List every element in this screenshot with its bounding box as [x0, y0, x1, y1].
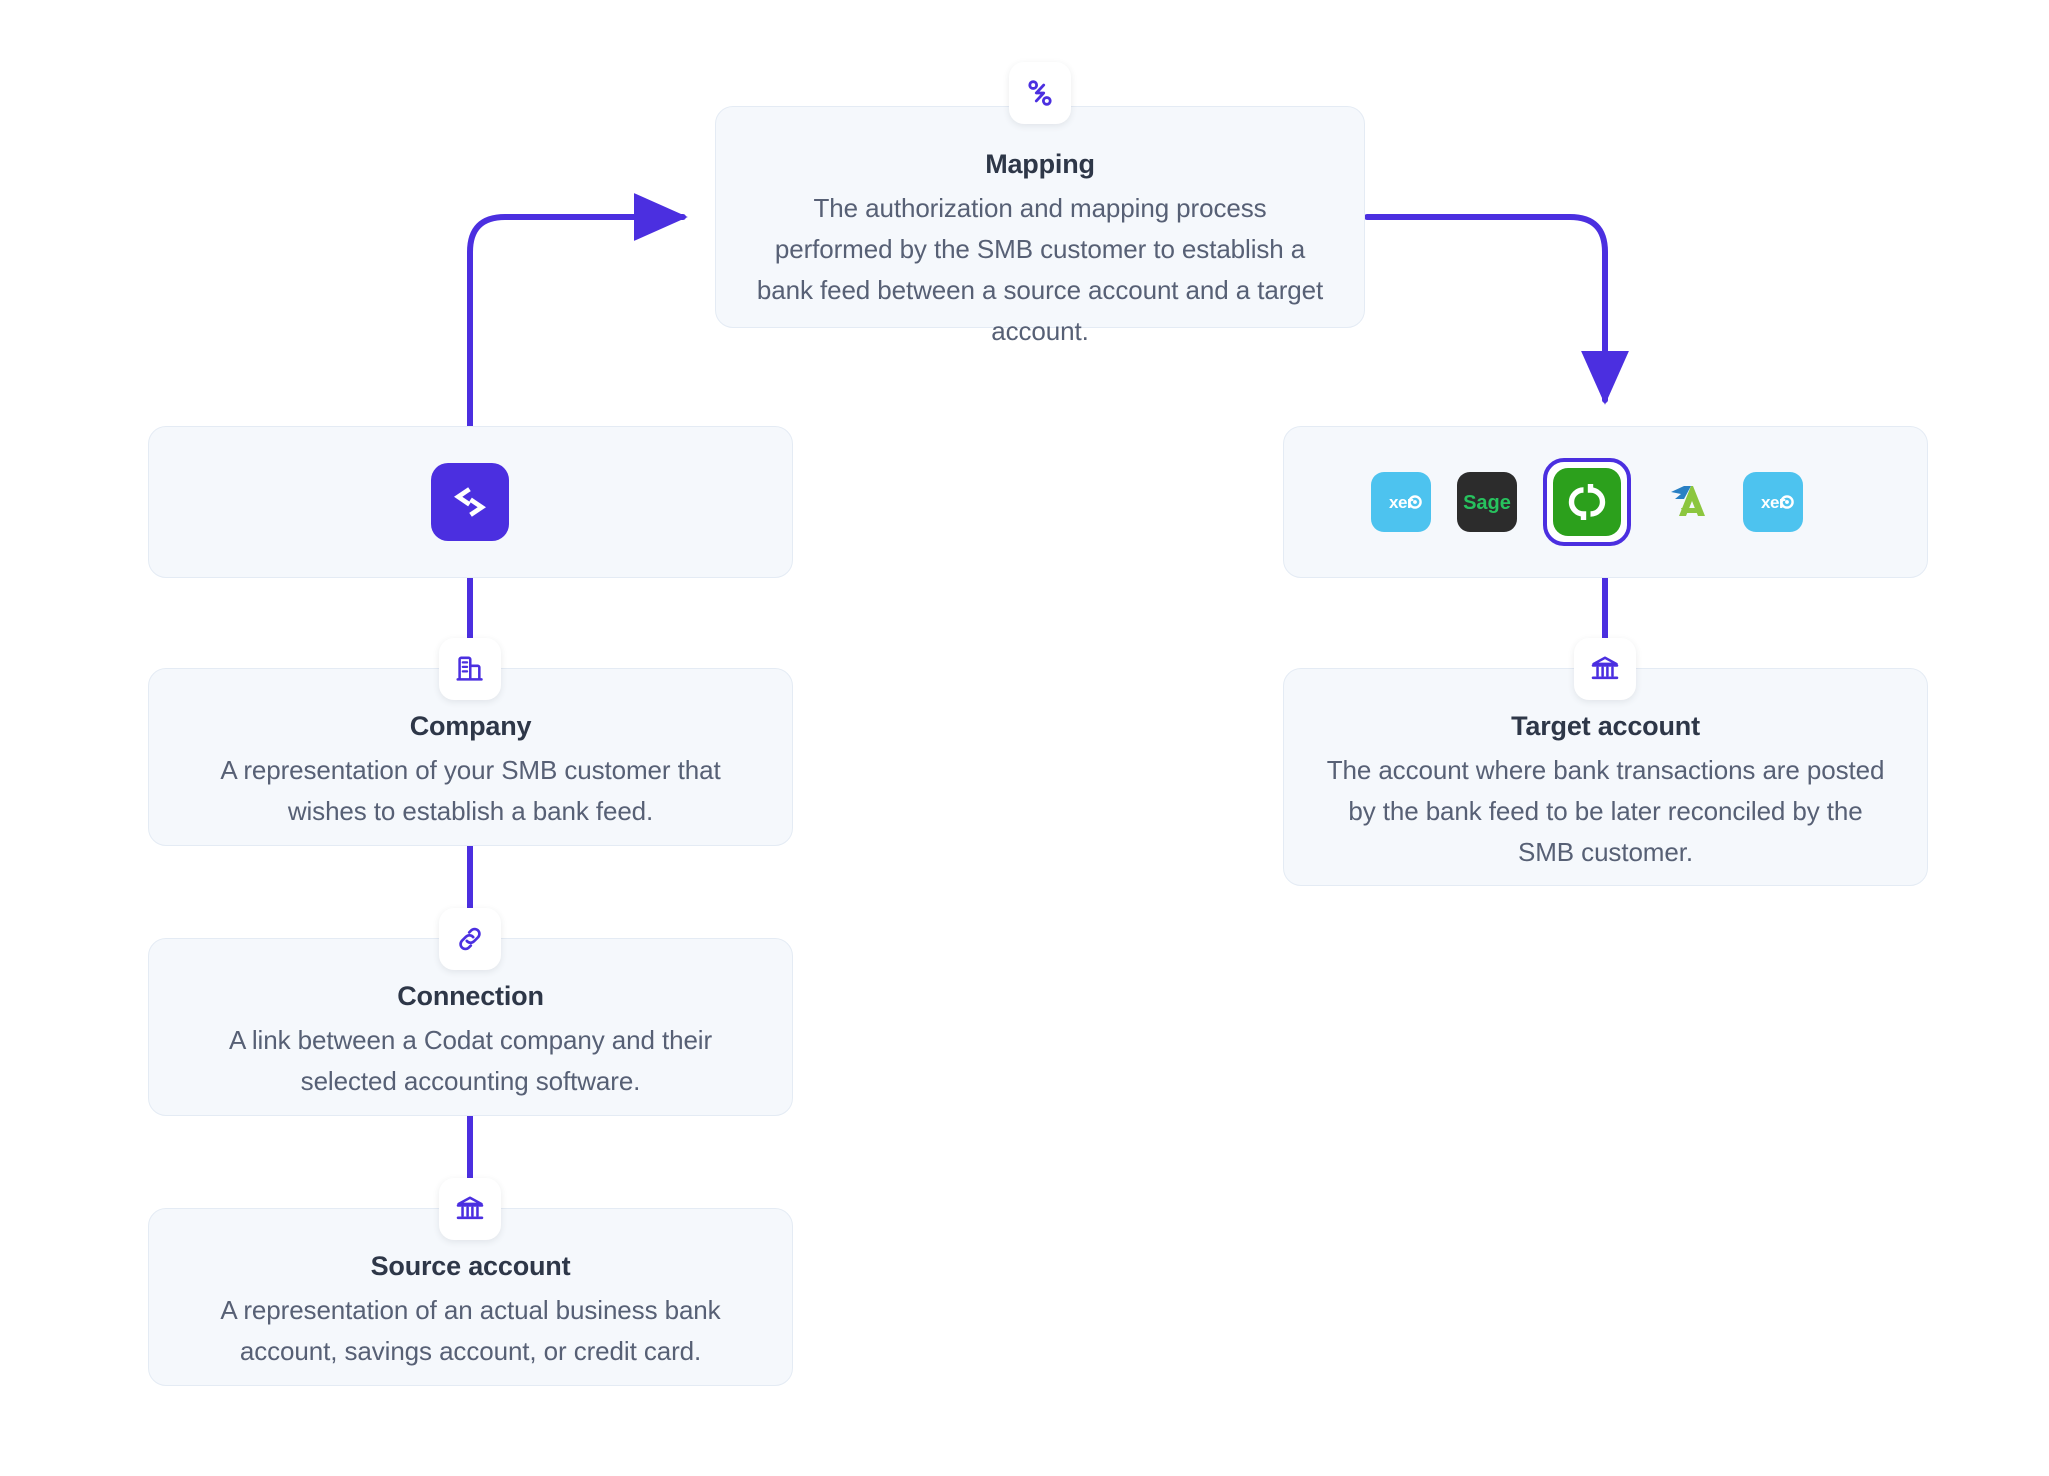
building-icon	[456, 656, 483, 681]
integration-logo-xero-1[interactable]: xer	[1371, 472, 1431, 532]
connector-codat-to-mapping	[467, 193, 688, 429]
connection-card-title: Connection	[397, 981, 544, 1011]
mapping-card-title: Mapping	[985, 149, 1095, 179]
mapping-card: Mapping The authorization and mapping pr…	[715, 106, 1365, 346]
sage-logo-icon: Sage	[1463, 492, 1511, 514]
integration-logo-quickbooks	[1553, 468, 1621, 536]
integration-logo-freeagent[interactable]	[1657, 472, 1717, 532]
mapping-route-icon	[1028, 80, 1052, 106]
freeagent-logo-icon	[1671, 486, 1705, 516]
source-account-icon-chip	[439, 1178, 501, 1240]
target-account-card: Target account The account where bank tr…	[1283, 668, 1928, 886]
xero-logo-icon: xer	[1761, 493, 1794, 512]
mapping-card-description: The authorization and mapping process pe…	[756, 193, 1324, 346]
codat-logo-icon	[454, 487, 486, 517]
svg-text:xer: xer	[1761, 493, 1786, 512]
bank-icon	[1591, 656, 1619, 680]
target-account-icon-chip	[1574, 638, 1636, 700]
company-icon-chip	[439, 638, 501, 700]
connection-card-description: A link between a Codat company and their…	[228, 1025, 713, 1096]
integration-logo-quickbooks-selected[interactable]	[1543, 458, 1631, 546]
codat-logo-tile	[431, 463, 509, 541]
bank-icon	[456, 1196, 484, 1220]
xero-logo-icon: xer	[1389, 493, 1422, 512]
integration-logo-row: xer Sage	[1371, 458, 1803, 546]
integration-logo-xero-2[interactable]: xer	[1743, 472, 1803, 532]
connector-mapping-to-integrations	[1364, 214, 1629, 405]
company-card-description: A representation of your SMB customer th…	[220, 755, 721, 826]
source-account-card-description: A representation of an actual business b…	[220, 1295, 721, 1366]
quickbooks-logo-icon	[1568, 484, 1606, 520]
mapping-route-icon-chip	[1009, 62, 1071, 124]
integration-logo-sage[interactable]: Sage	[1457, 472, 1517, 532]
target-account-card-description: The account where bank transactions are …	[1326, 755, 1885, 867]
source-account-card-title: Source account	[370, 1251, 571, 1281]
svg-text:Sage: Sage	[1463, 492, 1511, 514]
target-account-card-title: Target account	[1511, 711, 1700, 741]
company-card-title: Company	[409, 711, 532, 741]
svg-text:xer: xer	[1389, 493, 1414, 512]
connection-icon-chip	[439, 908, 501, 970]
link-icon	[459, 927, 481, 951]
